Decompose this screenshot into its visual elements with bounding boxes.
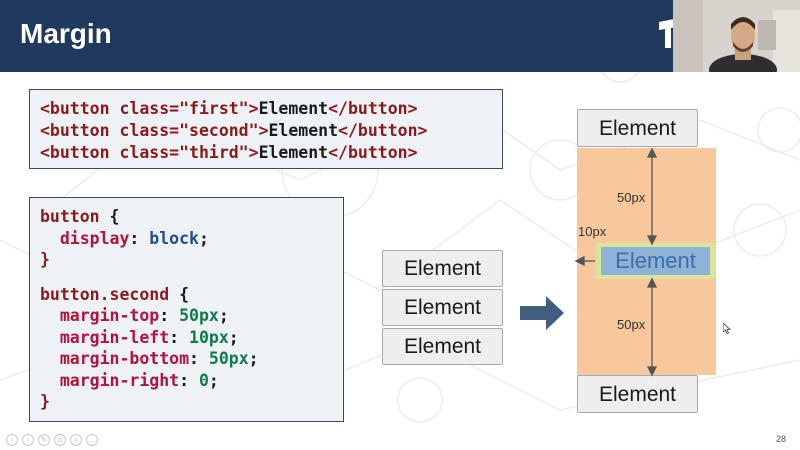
css-code-line: button.second { [40,284,343,306]
css-code-line: } [40,250,50,269]
margin-bottom-label: 50px [617,317,646,332]
example-button-third[interactable]: Element [382,328,503,365]
next-icon[interactable]: › [22,434,34,446]
css-value: block [149,228,199,248]
slides-icon[interactable]: ▫ [54,434,66,446]
code-token: "third" [179,143,249,162]
code-token: { [169,284,190,304]
example-button-first[interactable]: Element [382,250,503,287]
diagram-button-second[interactable]: Element [601,247,710,275]
code-token: "second" [179,121,259,140]
code-token: <button class= [40,143,180,162]
previous-icon[interactable]: ‹ [6,434,18,446]
css-code-line: margin-bottom: 50px; [59,349,259,368]
webcam-overlay [673,0,800,72]
margin-dimension-arrows [574,147,658,377]
code-token: </button> [328,143,418,162]
css-code-line: margin-right: 0; [59,370,219,390]
code-token: > [248,99,259,118]
example-button-second[interactable]: Element [382,289,503,326]
css-selector: button.second [40,284,170,304]
css-code-line: button { [40,206,343,228]
css-value: 50px [208,349,249,368]
presentation-toolbar: ‹ › ✎ ▫ ⌕ … [6,434,98,446]
css-property: margin-top [59,306,160,325]
html-code-block: <button class="first">Element</button> <… [29,89,503,169]
margin-left-label: 10px [578,224,607,239]
css-code-line: } [40,392,50,411]
code-token: "first" [179,99,249,118]
html-code-line: <button class="second">Element</button> [40,120,502,142]
more-icon[interactable]: … [86,434,98,446]
css-property: margin-bottom [59,349,190,368]
html-code-line: <button class="third">Element</button> [40,142,502,164]
css-property: margin-left [59,327,170,347]
css-property: display [59,228,130,248]
code-token: { [99,207,120,226]
css-selector: button [40,207,100,226]
code-token: > [258,121,269,140]
diagram-button-second-highlight[interactable]: Element [596,243,715,279]
slide-header: Margin [0,0,800,72]
code-token: <button class= [40,99,180,118]
mouse-cursor-icon [723,323,731,334]
css-code-block: button { display: block; } button.second… [29,197,344,422]
slide-title: Margin [20,18,112,49]
page-number: 28 [776,434,787,444]
code-token: </button> [328,99,418,118]
css-code-line: margin-top: 50px; [59,306,229,325]
code-token: <button class= [40,121,180,140]
code-token: Element [268,121,339,140]
pen-icon[interactable]: ✎ [38,434,50,446]
css-value: 10px [189,327,229,347]
code-token: Element [258,99,329,118]
code-token: </button> [338,121,428,140]
css-value: 50px [179,306,219,325]
margin-top-label: 50px [617,190,646,205]
css-value: 0 [198,370,209,390]
css-code-line: display: block; [59,228,209,248]
diagram-button-first[interactable]: Element [577,109,698,147]
presenter-video [673,0,800,72]
css-property: margin-right [59,370,180,390]
code-token: > [248,143,259,162]
right-arrow-icon [520,296,564,330]
html-code-line: <button class="first">Element</button> [40,98,502,120]
zoom-icon[interactable]: ⌕ [70,434,82,446]
code-token: Element [258,143,329,162]
css-code-line: margin-left: 10px; [59,327,239,347]
diagram-button-third[interactable]: Element [577,375,698,413]
